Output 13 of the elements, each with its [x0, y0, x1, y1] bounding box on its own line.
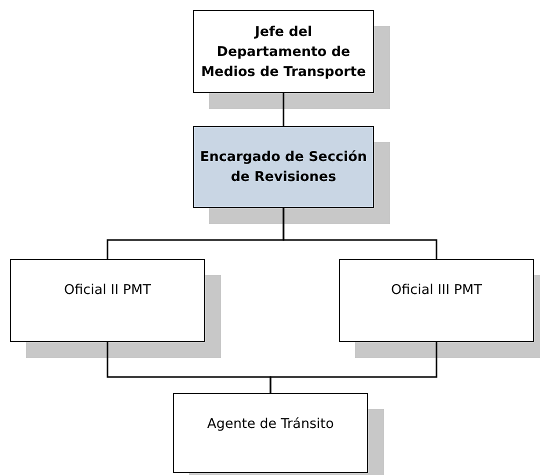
connector-line [270, 342, 438, 393]
connector-line [282, 208, 438, 259]
role-title: Oficial II PMT [64, 281, 151, 300]
role-box [339, 259, 534, 342]
role-title: Oficial III PMT [391, 281, 482, 300]
role-title: Encargado de Sección de Revisiones [199, 148, 368, 187]
highlighted-role-box [193, 126, 374, 208]
role-title: Agente de Tránsito [207, 415, 334, 434]
role-box [173, 393, 368, 473]
role-box [10, 259, 205, 342]
role-title: Jefe del Departamento de Medios de Transporte [200, 22, 367, 82]
role-box [193, 10, 374, 93]
connector-line [282, 93, 284, 126]
